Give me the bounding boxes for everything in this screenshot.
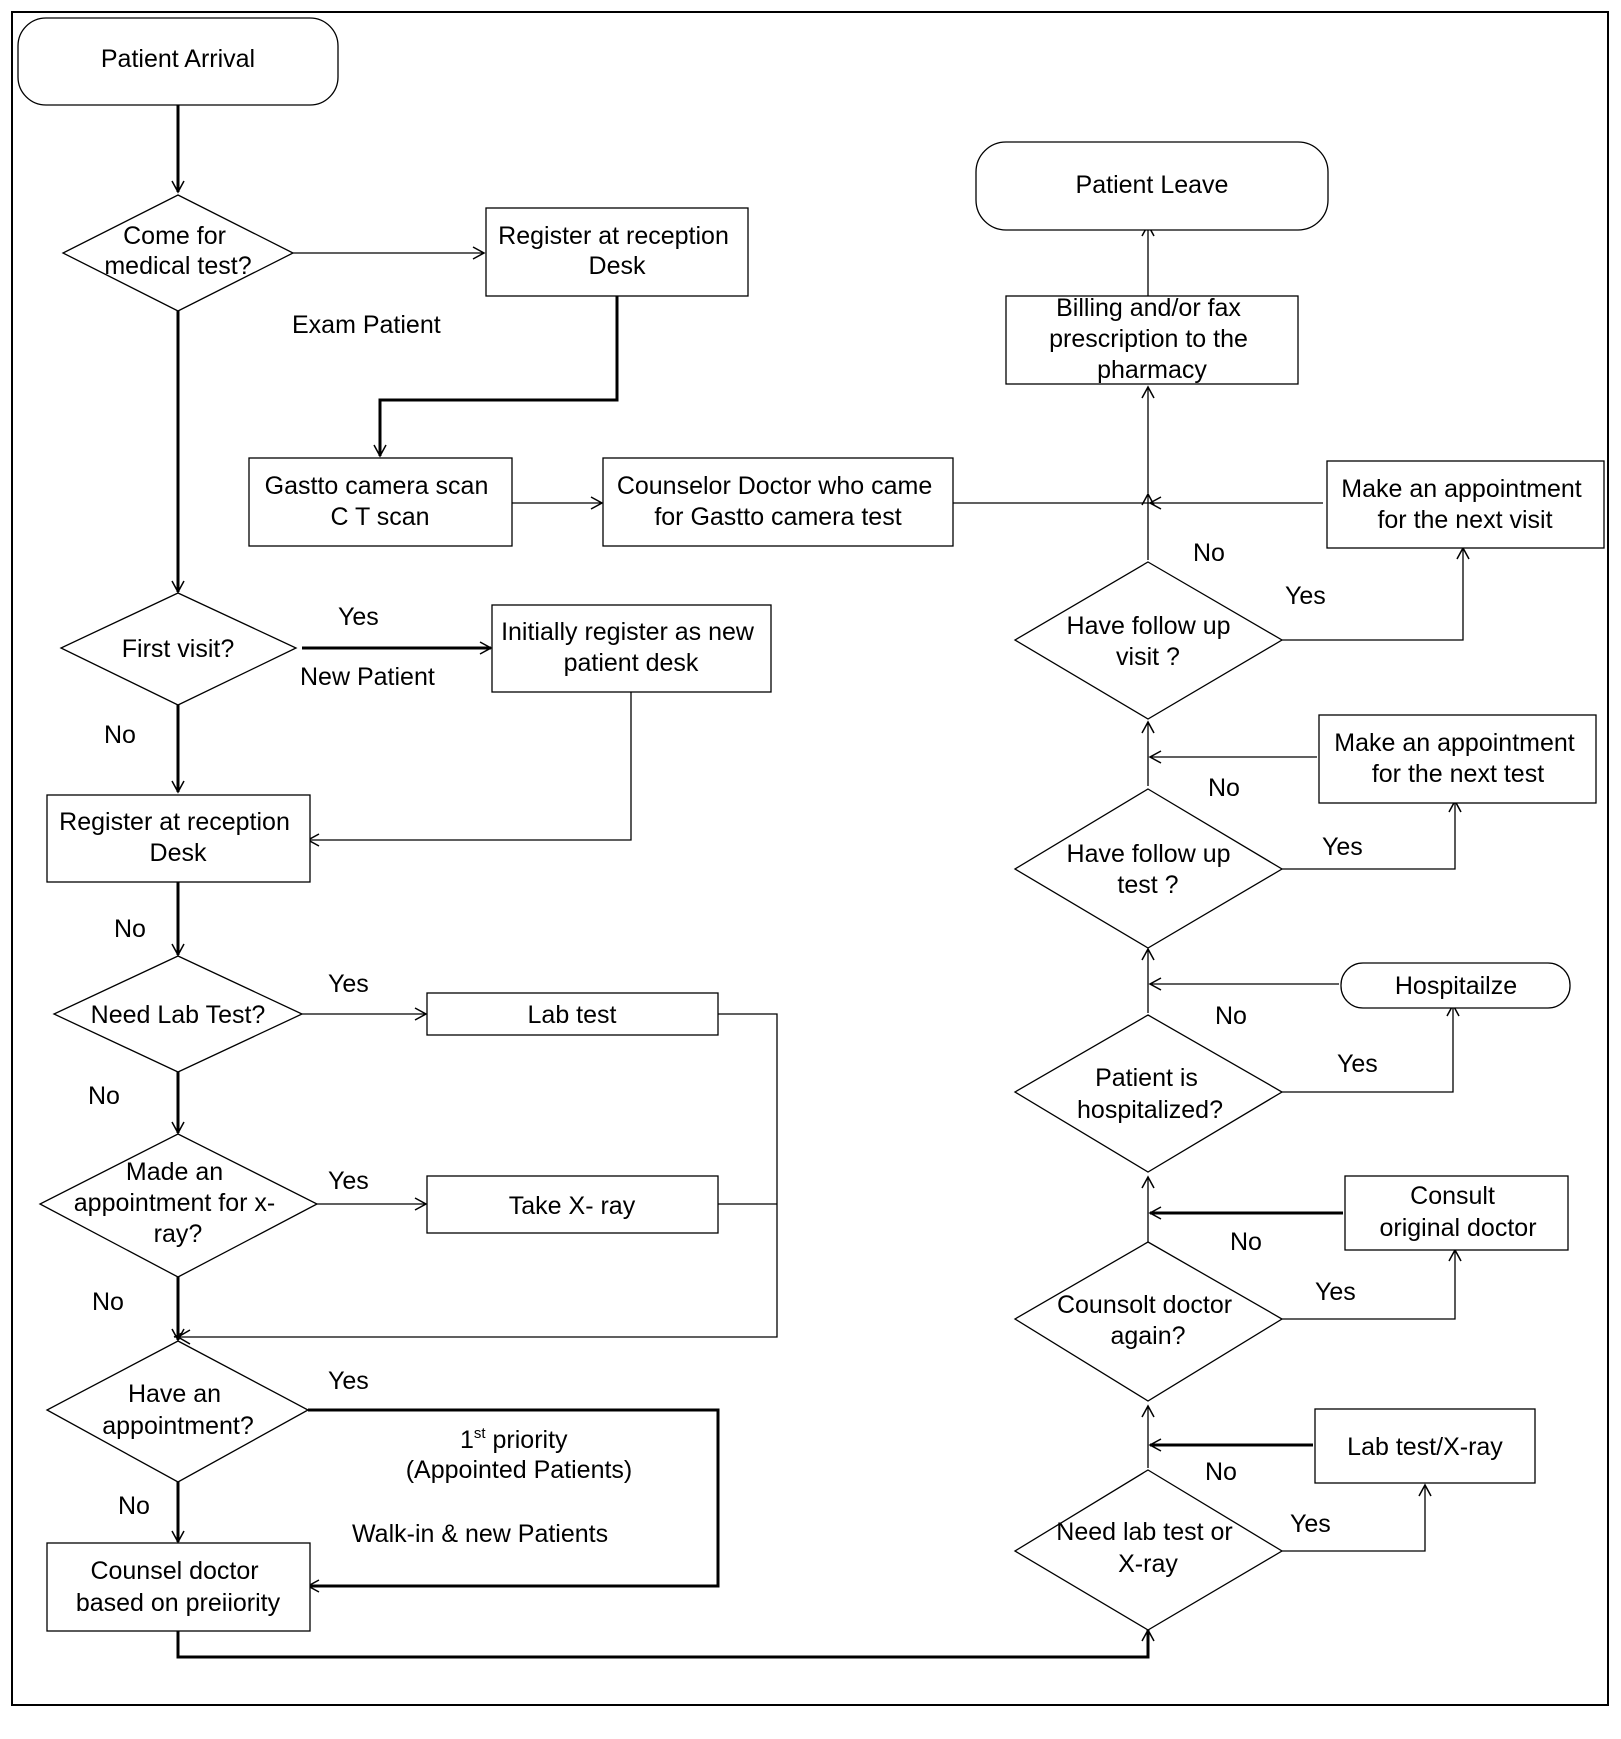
patient-leave-terminal bbox=[975, 141, 1329, 231]
billing-label: Billing and/or fax prescription to the p… bbox=[1049, 294, 1255, 384]
make-appointment-test-box bbox=[1318, 714, 1597, 804]
consult-again-decision bbox=[1013, 1241, 1284, 1402]
need-lab-or-xray-decision bbox=[1013, 1469, 1284, 1631]
billing-box bbox=[1005, 295, 1299, 385]
make-appointment-visit-box bbox=[1326, 460, 1605, 549]
need-lab-or-xray-label: Need lab test or X-ray bbox=[1056, 1518, 1239, 1578]
first-visit-yes-label: Yes bbox=[338, 603, 379, 631]
register-reception-box bbox=[46, 794, 311, 883]
have-appointment-label: Have an appointment? bbox=[102, 1380, 254, 1440]
appointed-patients-label: (Appointed Patients) bbox=[406, 1456, 633, 1484]
diagram-frame bbox=[11, 11, 1609, 1706]
patient-arrival-label: Patient Arrival bbox=[101, 45, 255, 73]
counselor-doctor-box bbox=[602, 457, 954, 547]
need-lab-test-no-label: No bbox=[88, 1082, 120, 1110]
patient-hospitalized-decision bbox=[1013, 1014, 1284, 1173]
initially-register-label: Initially register as new patient desk bbox=[501, 618, 761, 677]
make-appointment-visit-label: Make an appointment for the next visit bbox=[1341, 475, 1588, 534]
need-lab-test-label: Need Lab Test? bbox=[91, 1001, 266, 1029]
have-appointment-no-label: No bbox=[118, 1492, 150, 1520]
counselor-doctor-label: Counselor Doctor who came for Gastto cam… bbox=[617, 472, 939, 531]
lab-xray-box bbox=[1314, 1408, 1536, 1484]
follow-up-visit-label: Have follow up visit ? bbox=[1067, 612, 1238, 671]
follow-up-test-label: Have follow up test ? bbox=[1067, 840, 1238, 899]
follow-up-test-yes-label: Yes bbox=[1322, 833, 1363, 861]
consult-original-box bbox=[1344, 1175, 1569, 1251]
patient-leave-label: Patient Leave bbox=[1076, 171, 1229, 199]
make-appointment-test-label: Make an appointment for the next test bbox=[1334, 729, 1581, 788]
hospitalize-terminal bbox=[1340, 962, 1571, 1009]
register-reception-top-box bbox=[485, 207, 749, 297]
take-xray-label: Take X- ray bbox=[509, 1192, 636, 1220]
follow-up-visit-yes-label: Yes bbox=[1285, 582, 1326, 610]
have-appointment-yes-label: Yes bbox=[328, 1367, 369, 1395]
patient-hospitalized-yes-label: Yes bbox=[1337, 1050, 1378, 1078]
follow-up-test-no-label: No bbox=[1208, 774, 1240, 802]
hospitalize-label: Hospitailze bbox=[1395, 972, 1517, 1000]
need-lab-or-xray-no-label: No bbox=[1205, 1458, 1237, 1486]
need-lab-test-yes-label: Yes bbox=[328, 970, 369, 998]
xray-yes-label: Yes bbox=[328, 1167, 369, 1195]
first-visit-no-label: No bbox=[104, 721, 136, 749]
counsel-doctor-box bbox=[46, 1542, 311, 1632]
patient-hospitalized-no-label: No bbox=[1215, 1002, 1247, 1030]
gastto-scan-label: Gastto camera scan C T scan bbox=[265, 472, 496, 531]
new-patient-label: New Patient bbox=[300, 663, 435, 691]
lab-test-box bbox=[426, 992, 719, 1036]
priority-label: 1st priority bbox=[460, 1425, 568, 1454]
follow-up-visit-decision bbox=[1013, 561, 1284, 720]
come-for-test-label: Come for medical test? bbox=[104, 222, 251, 280]
made-appointment-xray-decision bbox=[38, 1133, 319, 1278]
consult-again-yes-label: Yes bbox=[1315, 1278, 1356, 1306]
come-for-test-decision bbox=[61, 194, 295, 312]
consult-original-label: Consult original doctor bbox=[1379, 1182, 1536, 1242]
first-visit-label: First visit? bbox=[122, 635, 235, 663]
need-lab-test-decision bbox=[52, 955, 304, 1073]
need-lab-or-xray-yes-label: Yes bbox=[1290, 1510, 1331, 1538]
exam-patient-label: Exam Patient bbox=[292, 311, 441, 339]
patient-arrival-terminal bbox=[17, 17, 339, 106]
lab-test-label: Lab test bbox=[528, 1001, 617, 1029]
take-xray-box bbox=[426, 1175, 719, 1234]
consult-again-label: Counsolt doctor again? bbox=[1057, 1291, 1239, 1350]
initially-register-box bbox=[491, 604, 772, 693]
xray-no-label: No bbox=[92, 1288, 124, 1316]
made-appointment-xray-label: Made an appointment for x- ray? bbox=[74, 1158, 282, 1248]
follow-up-visit-no-label: No bbox=[1193, 539, 1225, 567]
register-reception-top-label: Register at reception Desk bbox=[498, 222, 736, 280]
lab-xray-label: Lab test/X-ray bbox=[1347, 1433, 1503, 1461]
follow-up-test-decision bbox=[1013, 788, 1284, 949]
register-reception-label: Register at reception Desk bbox=[59, 808, 297, 867]
walkin-label: Walk-in & new Patients bbox=[352, 1520, 608, 1548]
consult-again-no-label: No bbox=[1230, 1228, 1262, 1256]
have-appointment-decision bbox=[45, 1340, 310, 1483]
gastto-scan-box bbox=[248, 457, 513, 547]
counsel-doctor-label: Counsel doctor based on preiiority bbox=[76, 1557, 281, 1617]
register-no-label: No bbox=[114, 915, 146, 943]
patient-hospitalized-label: Patient is hospitalized? bbox=[1077, 1064, 1223, 1124]
first-visit-decision bbox=[59, 592, 298, 706]
